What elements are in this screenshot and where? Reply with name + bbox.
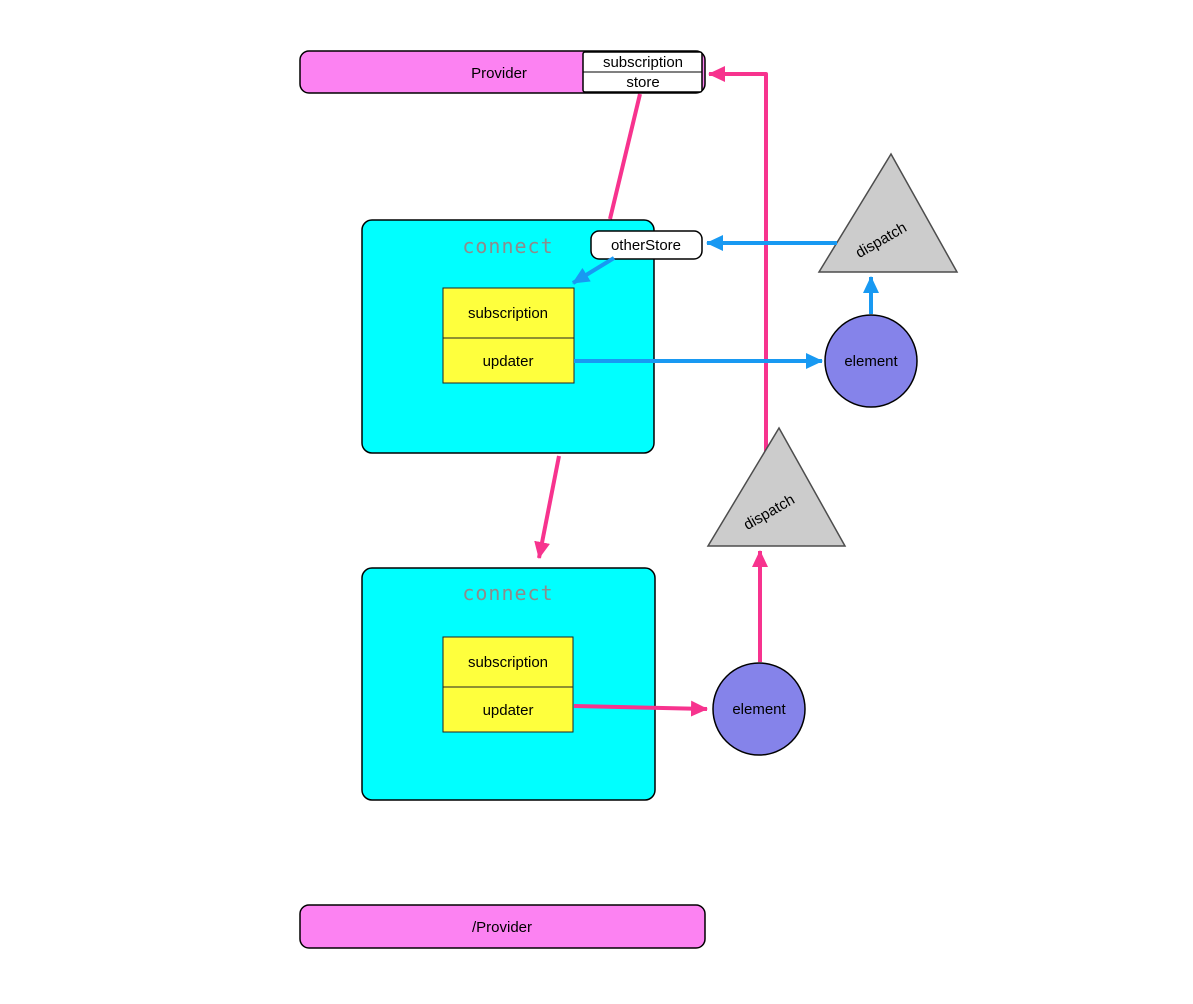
edge-other-store-to-subscription — [571, 256, 616, 285]
connect-top-updater-box — [442, 337, 575, 384]
dispatch-top-triangle — [817, 152, 959, 273]
edge-dispatch-bottom-to-provider — [708, 66, 768, 460]
connect-top-title: connect — [462, 234, 553, 258]
element-bottom-label: element — [732, 701, 786, 718]
connect-top-updater-label: updater — [483, 353, 534, 370]
connect-bottom-updater-label: updater — [483, 702, 534, 719]
provider-store-label: store — [626, 74, 659, 91]
edge-updater-bottom-to-element-bottom — [573, 700, 708, 717]
element-top-circle — [824, 314, 918, 408]
provider-subscription-label: subscription — [603, 54, 683, 71]
provider-closing-label: /Provider — [472, 919, 532, 936]
connect-top-subscription-box — [442, 287, 575, 339]
connect-bottom-updater-box — [442, 686, 574, 733]
provider-label: Provider — [471, 65, 527, 82]
edge-store-to-connect-top — [608, 93, 642, 220]
dispatch-bottom-triangle — [706, 426, 847, 547]
other-store-box — [590, 230, 703, 260]
connect-bottom-title: connect — [462, 581, 553, 605]
provider-closing-box — [299, 904, 706, 949]
element-bottom-circle — [712, 662, 806, 756]
other-store-label: otherStore — [611, 237, 681, 254]
connect-bottom-subscription-box — [442, 636, 574, 688]
element-top-label: element — [844, 353, 898, 370]
connect-bottom-subscription-label: subscription — [468, 654, 548, 671]
connect-top-subscription-label: subscription — [468, 305, 548, 322]
edge-connect-top-to-connect-bottom — [534, 455, 561, 559]
